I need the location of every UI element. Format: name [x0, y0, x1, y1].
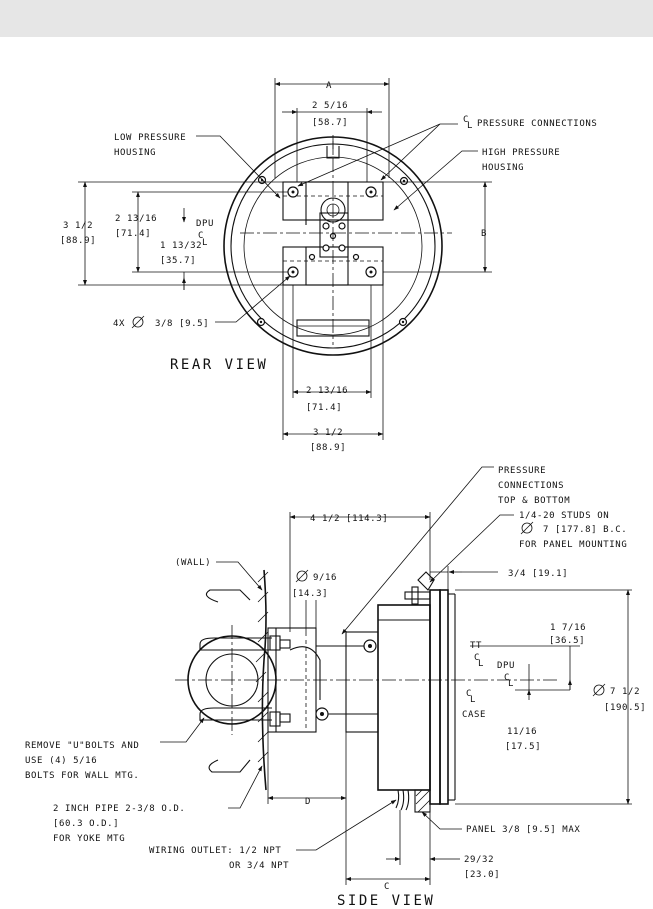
case-label: CASE: [462, 710, 486, 720]
tt-cl-c: C: [474, 653, 480, 663]
dim-mid-mm: [71.4]: [115, 229, 151, 239]
studs-label-2: 7 [177.8] B.C.: [543, 525, 627, 535]
dim-top-width-mm: [58.7]: [312, 118, 348, 128]
studs-label-1: 1/4-20 STUDS ON: [519, 511, 609, 521]
tt-label: TT: [470, 641, 482, 651]
pc-label-1: PRESSURE: [498, 466, 546, 476]
dim-bottom-outer-mm: [88.9]: [310, 443, 346, 453]
dim-height-mm: [88.9]: [60, 236, 96, 246]
dia-712-mm: [190.5]: [604, 703, 646, 713]
dim-d-label: D: [305, 797, 311, 807]
dpu-cl-l-side: L: [508, 679, 514, 689]
dim-top-width: 2 5/16: [312, 101, 348, 111]
cl-symbol-c: C: [463, 115, 469, 125]
dim-depth: 4 1/2 [114.3]: [310, 514, 388, 524]
pressure-port-holes: [287, 186, 377, 278]
cl-symbol-l: L: [467, 121, 473, 131]
side-view-title: SIDE VIEW: [337, 893, 435, 909]
dim-bottom-inner-mm: [71.4]: [306, 403, 342, 413]
high-pressure-label-2: HOUSING: [482, 163, 524, 173]
dim-2932-mm: [23.0]: [464, 870, 500, 880]
dpu-cl-c-side: C: [504, 673, 510, 683]
case-cl-l: L: [470, 695, 476, 705]
diameter-icon-916: [295, 569, 309, 583]
diameter-icon-studs: [520, 521, 534, 535]
diameter-icon: [131, 315, 145, 329]
center-screws: [308, 222, 360, 261]
dim-height: 3 1/2: [63, 221, 93, 231]
pressure-connections-label: PRESSURE CONNECTIONS: [477, 119, 597, 129]
ring-mounting-holes: [256, 175, 409, 327]
holes-count: 4X: [113, 319, 125, 329]
dim-1116: 11/16: [507, 727, 537, 737]
panel-label: PANEL 3/8 [9.5] MAX: [466, 825, 580, 835]
wiring-label-1: WIRING OUTLET: 1/2 NPT: [149, 846, 281, 856]
rear-view-title: REAR VIEW: [170, 357, 268, 373]
pressure-fittings: [315, 639, 377, 721]
remove-label-1: REMOVE "U"BOLTS AND: [25, 741, 139, 751]
low-pressure-label-2: HOUSING: [114, 148, 156, 158]
dpu-cl-l: L: [202, 238, 208, 248]
pipe-label-2: [60.3 O.D.]: [53, 819, 119, 829]
dim-small: 1 13/32: [160, 241, 202, 251]
low-pressure-label-1: LOW PRESSURE: [114, 133, 186, 143]
dim-2932: 29/32: [464, 855, 494, 865]
dia-916-mm: [14.3]: [292, 589, 328, 599]
case-cl-c: C: [466, 689, 472, 699]
pc-label-2: CONNECTIONS: [498, 481, 564, 491]
dim-a-label: A: [326, 81, 332, 91]
dia-712: 7 1/2: [610, 687, 640, 697]
wall-label: (WALL): [175, 558, 211, 568]
pc-label-3: TOP & BOTTOM: [498, 496, 570, 506]
dim-1716: 1 7/16: [550, 623, 586, 633]
dpu-cl-c: C: [198, 231, 204, 241]
side-dpu: DPU: [497, 661, 515, 671]
top-bar: [0, 0, 653, 37]
remove-label-2: USE (4) 5/16: [25, 756, 97, 766]
rear-view: A 2 5/16 [58.7] LOW PRESSURE HOUSING C L…: [60, 78, 597, 453]
dim-c-label: C: [384, 882, 390, 892]
studs-label-3: FOR PANEL MOUNTING: [519, 540, 627, 550]
dim-bottom-inner: 2 13/16: [306, 386, 348, 396]
dim-1116-mm: [17.5]: [505, 742, 541, 752]
diameter-icon-712: [592, 683, 606, 697]
wiring-label-2: OR 3/4 NPT: [229, 861, 289, 871]
dim-small-mm: [35.7]: [160, 256, 196, 266]
dim-bottom-outer: 3 1/2: [313, 428, 343, 438]
hole-dim: 3/8 [9.5]: [155, 319, 209, 329]
tt-cl-l: L: [478, 659, 484, 669]
side-view: PRESSURE CONNECTIONS TOP & BOTTOM 1/4-20…: [25, 466, 646, 909]
dim-1716-mm: [36.5]: [549, 636, 585, 646]
dia-916: 9/16: [313, 573, 337, 583]
dim-b-label: B: [481, 229, 487, 239]
dpu-label: DPU: [196, 219, 214, 229]
pipe-label-1: 2 INCH PIPE 2-3/8 O.D.: [53, 804, 185, 814]
remove-label-3: BOLTS FOR WALL MTG.: [25, 771, 139, 781]
pipe-label-3: FOR YOKE MTG: [53, 834, 125, 844]
dim-mid: 2 13/16: [115, 214, 157, 224]
dim-34: 3/4 [19.1]: [508, 569, 568, 579]
high-pressure-label-1: HIGH PRESSURE: [482, 148, 560, 158]
